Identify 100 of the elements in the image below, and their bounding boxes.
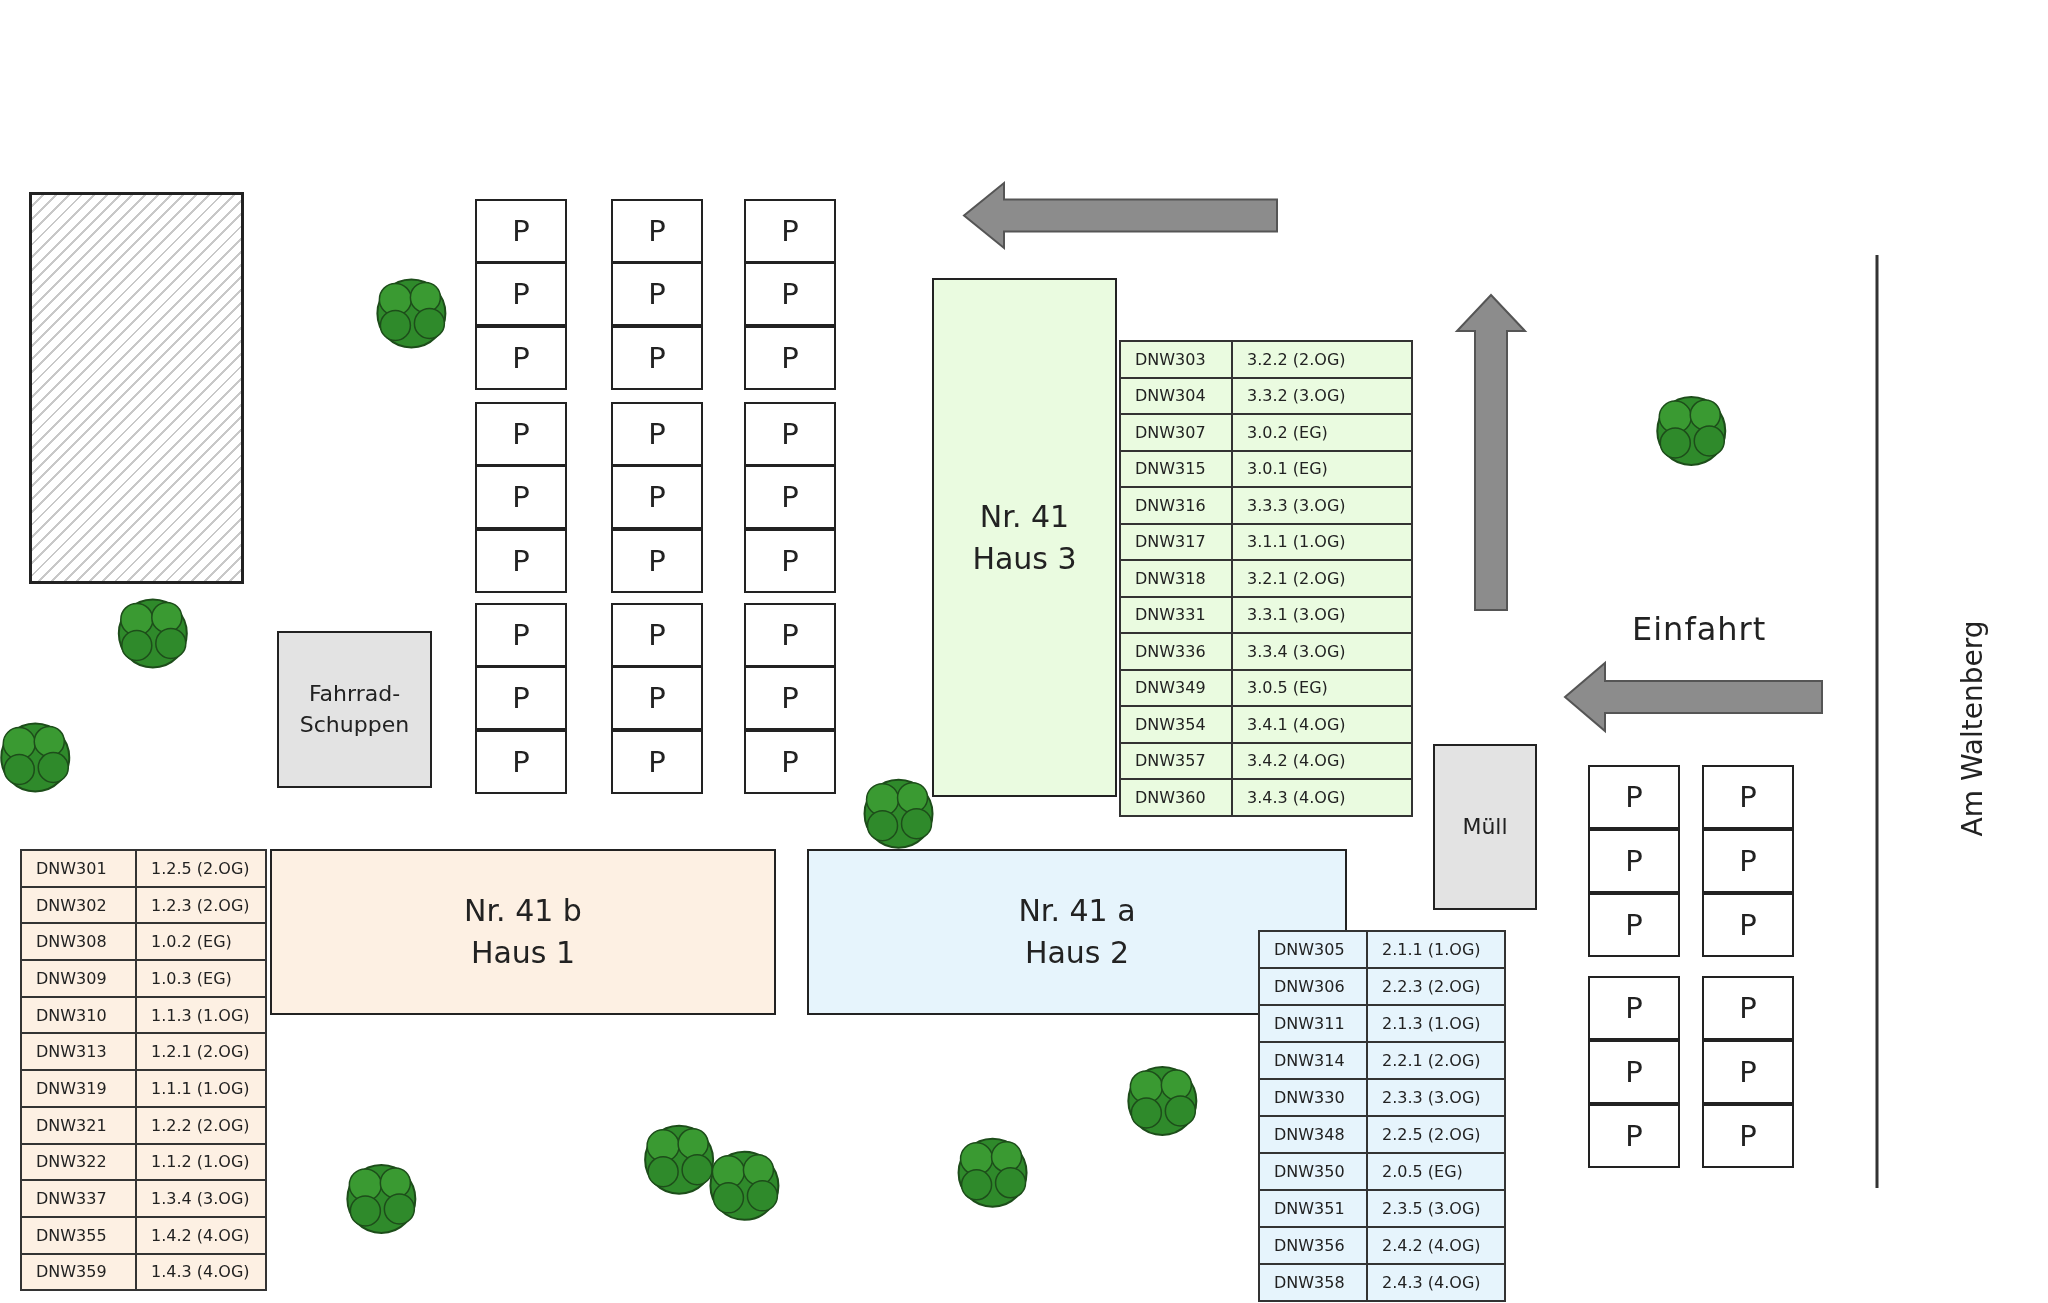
shed — [277, 631, 432, 788]
parking-letter: P — [1625, 1117, 1643, 1155]
table-cell: DNW348 — [1259, 1116, 1367, 1153]
parking-space — [744, 730, 836, 794]
parking-space — [1588, 829, 1680, 893]
parking-letter: P — [781, 212, 799, 250]
parking-letter: P — [1739, 778, 1757, 816]
table-cell: 1.1.1 (1.OG) — [136, 1070, 266, 1107]
parking-space — [1588, 893, 1680, 957]
parking-space — [1588, 1104, 1680, 1168]
table-cell: 2.0.5 (EG) — [1367, 1153, 1505, 1190]
parking-letter: P — [512, 743, 530, 781]
parking-letter: P — [1625, 1053, 1643, 1091]
table-cell: DNW356 — [1259, 1227, 1367, 1264]
parking-space — [611, 730, 703, 794]
table-cell: DNW330 — [1259, 1079, 1367, 1116]
building-label: Haus 1 — [470, 934, 576, 972]
building — [807, 849, 1347, 1015]
parking-letter: P — [781, 616, 799, 654]
building-label: Nr. 41 — [979, 497, 1070, 536]
table-cell: 2.2.5 (2.OG) — [1367, 1116, 1505, 1153]
table-cell: 3.4.1 (4.OG) — [1232, 706, 1412, 743]
building-label: Nr. 41 a — [1018, 892, 1136, 930]
parking-space — [744, 529, 836, 593]
building-label: Haus 2 — [1024, 934, 1130, 972]
parking-letter: P — [648, 679, 666, 717]
parking-letter: P — [512, 542, 530, 580]
table-cell: DNW313 — [21, 1033, 136, 1071]
table-cell: DNW316 — [1120, 487, 1232, 524]
parking-space — [1702, 893, 1794, 957]
building-label: Fahrrad-Schuppen — [298, 679, 411, 739]
table-cell: 1.0.2 (EG) — [136, 923, 266, 961]
table-cell: 3.0.2 (EG) — [1232, 414, 1412, 451]
table-cell: DNW315 — [1120, 450, 1232, 487]
table-cell: DNW318 — [1120, 560, 1232, 597]
parking-space — [1702, 1040, 1794, 1104]
table-cell: DNW358 — [1259, 1264, 1367, 1301]
parking-space — [475, 326, 567, 390]
building — [270, 849, 776, 1015]
parking-letter: P — [781, 339, 799, 377]
table-cell: DNW360 — [1120, 779, 1232, 816]
parking-space — [475, 666, 567, 730]
table-cell: DNW306 — [1259, 968, 1367, 1005]
parking-letter: P — [648, 478, 666, 516]
table-cell: 2.2.3 (2.OG) — [1367, 968, 1505, 1005]
table-cell: 3.1.1 (1.OG) — [1232, 523, 1412, 560]
table-cell: 1.4.3 (4.OG) — [136, 1253, 266, 1291]
parking-space — [1702, 765, 1794, 829]
table-cell: 3.3.4 (3.OG) — [1232, 633, 1412, 670]
parking-letter: P — [781, 542, 799, 580]
parking-space — [475, 730, 567, 794]
parking-letter: P — [512, 616, 530, 654]
parking-space — [744, 666, 836, 730]
table-cell: 2.3.3 (3.OG) — [1367, 1079, 1505, 1116]
table-cell: DNW303 — [1120, 341, 1232, 378]
parking-space — [475, 402, 567, 466]
table-cell: 2.1.1 (1.OG) — [1367, 931, 1505, 968]
table-cell: 2.2.1 (2.OG) — [1367, 1042, 1505, 1079]
table-cell: 2.4.3 (4.OG) — [1367, 1264, 1505, 1301]
parking-space — [1588, 976, 1680, 1040]
hatched-building — [29, 192, 244, 584]
parking-letter: P — [512, 212, 530, 250]
parking-letter: P — [1739, 989, 1757, 1027]
table-cell: DNW349 — [1120, 669, 1232, 706]
parking-space — [744, 262, 836, 326]
parking-letter: P — [781, 679, 799, 717]
parking-letter: P — [781, 478, 799, 516]
building-label: Müll — [1462, 812, 1508, 841]
table-cell: 2.3.5 (3.OG) — [1367, 1190, 1505, 1227]
table-cell: DNW351 — [1259, 1190, 1367, 1227]
table-cell: DNW301 — [21, 850, 136, 887]
parking-space — [744, 402, 836, 466]
table-cell: DNW337 — [21, 1180, 136, 1217]
table-cell: DNW307 — [1120, 414, 1232, 451]
parking-letter: P — [512, 679, 530, 717]
parking-letter: P — [648, 275, 666, 313]
table-cell: 2.4.2 (4.OG) — [1367, 1227, 1505, 1264]
parking-space — [475, 603, 567, 667]
parking-space — [475, 529, 567, 593]
parking-space — [475, 199, 567, 263]
parking-space — [611, 326, 703, 390]
parking-space — [1588, 1040, 1680, 1104]
table-cell: DNW314 — [1259, 1042, 1367, 1079]
table-cell: 1.1.3 (1.OG) — [136, 996, 266, 1034]
shed — [1433, 744, 1537, 910]
table-cell: 1.0.3 (EG) — [136, 960, 266, 997]
table-cell: DNW310 — [21, 996, 136, 1034]
parking-letter: P — [1625, 778, 1643, 816]
building — [932, 278, 1117, 797]
parking-space — [611, 603, 703, 667]
parking-letter: P — [1739, 1117, 1757, 1155]
table-cell: DNW331 — [1120, 596, 1232, 633]
parking-space — [744, 326, 836, 390]
table-cell: 1.4.2 (4.OG) — [136, 1216, 266, 1254]
parking-letter: P — [1625, 906, 1643, 944]
parking-letter: P — [512, 275, 530, 313]
table-cell: 1.2.2 (2.OG) — [136, 1106, 266, 1144]
parking-letter: P — [512, 478, 530, 516]
table-cell: 1.2.1 (2.OG) — [136, 1033, 266, 1071]
entrance-label: Einfahrt — [1632, 610, 1767, 648]
